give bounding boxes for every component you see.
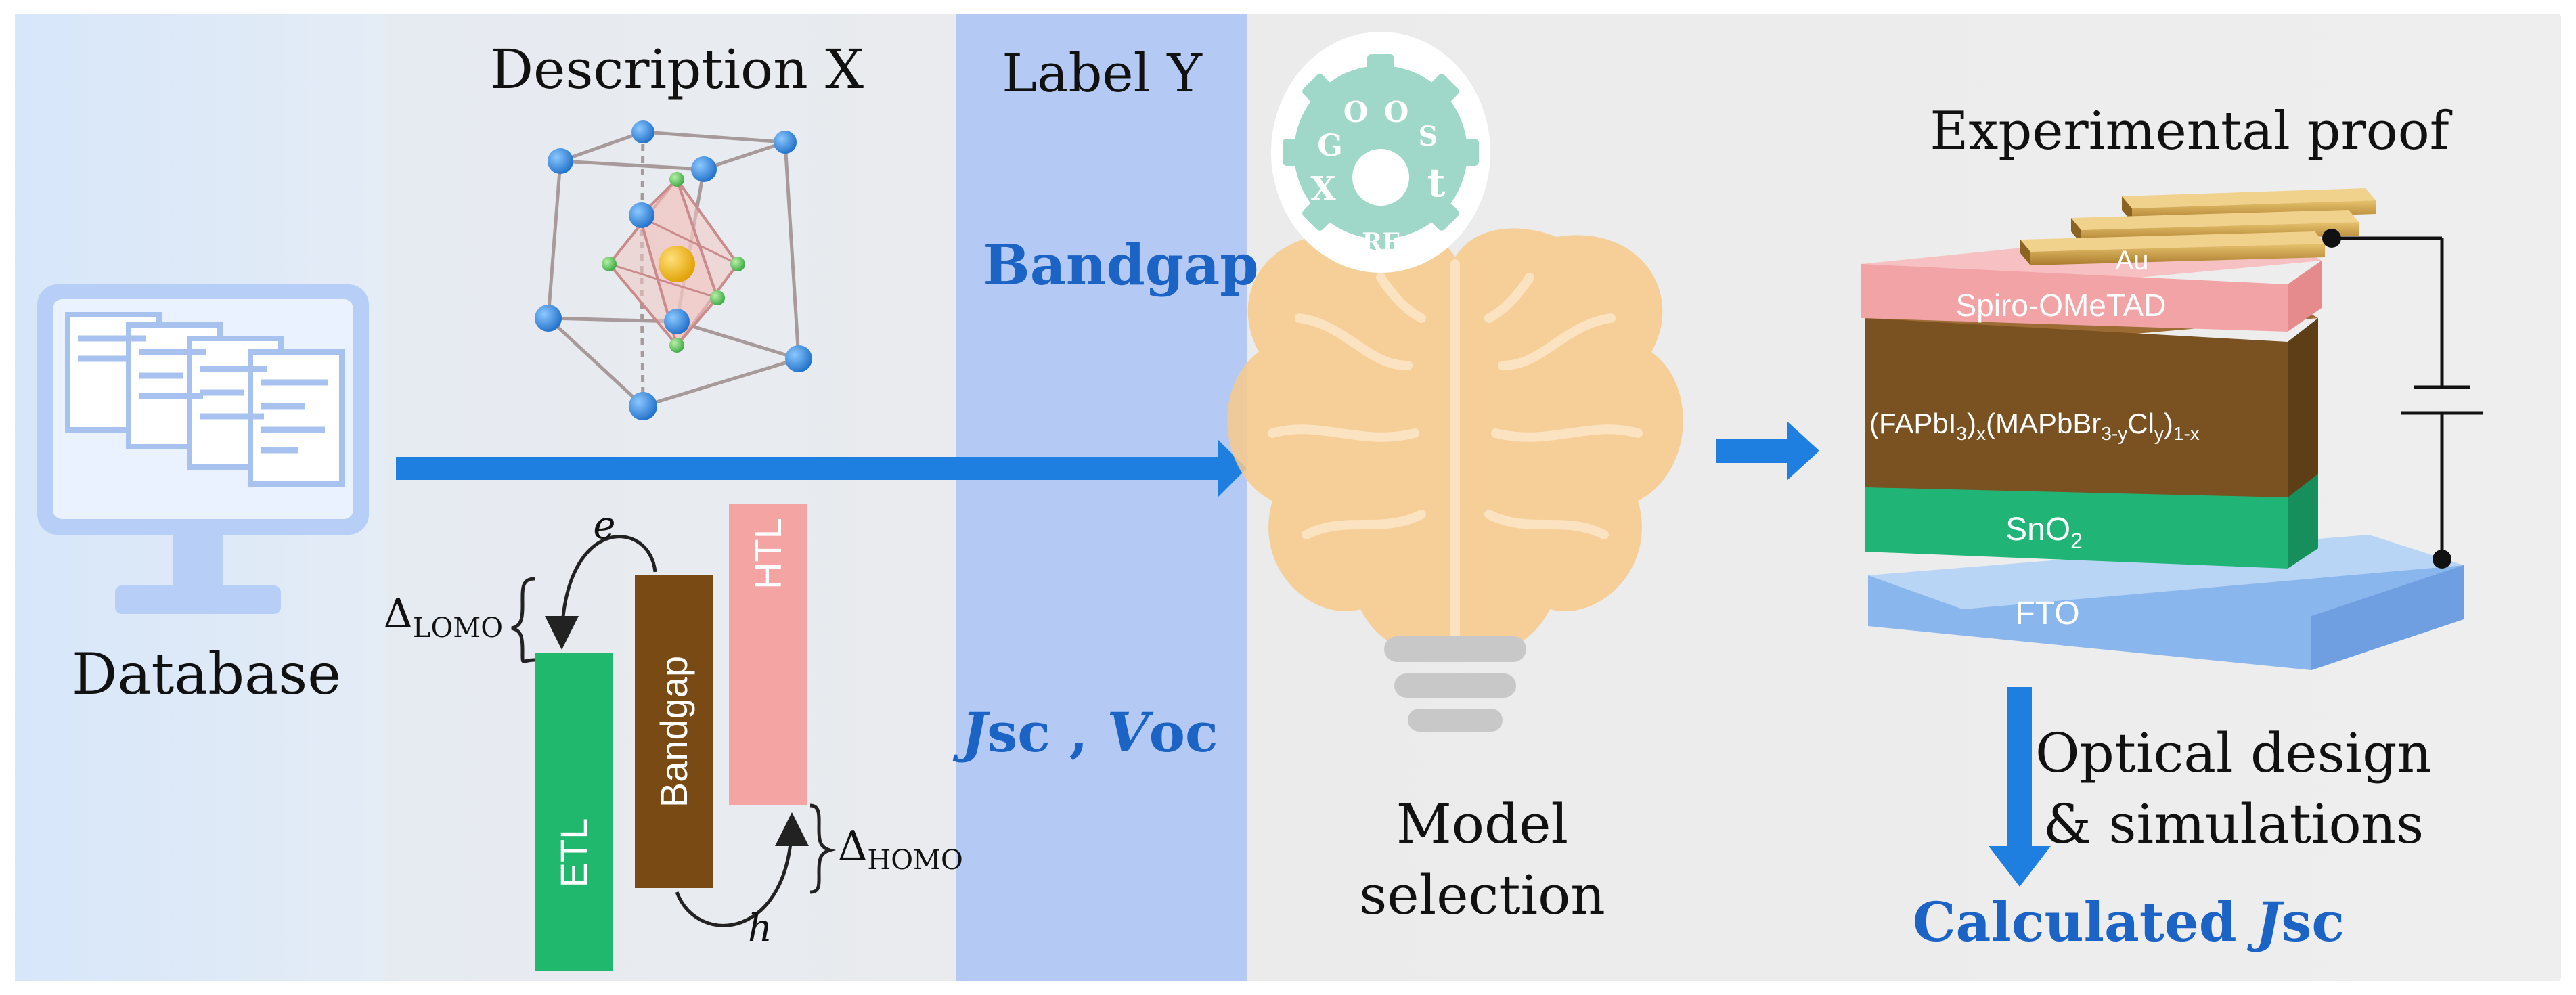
database-label: Database — [72, 641, 341, 707]
gear-letter-t: t — [1427, 160, 1446, 206]
htl-label: HTL — [747, 518, 789, 590]
down-flow-arrow — [1989, 687, 2051, 887]
optical-design-line2: & simulations — [2043, 793, 2424, 856]
experimental-proof-title: Experimental proof — [1930, 101, 2452, 162]
fto-label: FTO — [2015, 596, 2079, 632]
brain-lightbulb-icon — [1227, 228, 1683, 732]
fto-layer — [1868, 535, 2464, 670]
label-y-band — [956, 14, 1247, 981]
model-selection-line2: selection — [1359, 864, 1605, 927]
gear-letter-s: S — [1419, 120, 1438, 152]
delta-homo-label: ΔHOMO — [838, 822, 963, 876]
gear-letter-g: G — [1317, 129, 1343, 163]
hole-transfer-arrow — [675, 812, 809, 927]
absorber-formula: (FAPbI3)x(MAPbBr3-yCly)1-x — [1869, 407, 2200, 444]
circuit-node-bottom — [2433, 550, 2451, 569]
delta-lomo-brace — [511, 577, 535, 663]
perovskite-crystal-structure — [535, 120, 812, 420]
model-gear-icon: G O O S X t RF — [1271, 32, 1490, 273]
model-to-device-arrow — [1716, 421, 1819, 481]
external-circuit-battery — [2332, 236, 2483, 559]
electron-label: e — [593, 504, 615, 548]
electron-transfer-arrow — [545, 535, 657, 650]
label-y-jsc-voc: Jsc , Voc — [952, 701, 1218, 764]
gold-electrodes — [2020, 188, 2376, 265]
htl-bar — [729, 504, 807, 805]
monitor-database-icon — [37, 284, 369, 614]
gear-letter-rf: RF — [1362, 228, 1400, 257]
sno2-label: SnO2 — [2005, 512, 2083, 553]
gear-letter-o2: O — [1384, 95, 1409, 129]
hole-label: h — [748, 906, 772, 950]
gear-letter-o1: O — [1343, 95, 1369, 129]
main-flow-arrow — [396, 440, 1247, 497]
model-selection-line1: Model — [1396, 793, 1568, 856]
etl-label: ETL — [552, 818, 595, 888]
solar-cell-device-stack: FTO SnO2 (FAPbI3)x(MAPbBr3-yCly)1-x Spir… — [1861, 188, 2483, 670]
circuit-node-top — [2322, 229, 2341, 248]
label-y-title: Label Y — [1002, 43, 1203, 104]
spiro-label: Spiro-OMeTAD — [1956, 288, 2167, 323]
label-y-bandgap: Bandgap — [983, 233, 1258, 298]
calculated-jsc: Calculated Jsc — [1913, 890, 2345, 954]
bandgap-bar — [635, 575, 713, 888]
delta-lomo-label: ΔLOMO — [384, 590, 503, 644]
energy-level-diagram: ETL Bandgap HTL e h ΔLOMO ΔHOMO — [384, 504, 963, 971]
optical-design-line1: Optical design — [2035, 722, 2432, 784]
description-title: Description X — [490, 38, 864, 101]
bandgap-bar-label: Bandgap — [652, 656, 695, 808]
gear-letter-x: X — [1310, 170, 1336, 208]
au-label: Au — [2116, 246, 2149, 275]
delta-homo-brace — [809, 803, 837, 894]
etl-bar — [535, 653, 613, 971]
